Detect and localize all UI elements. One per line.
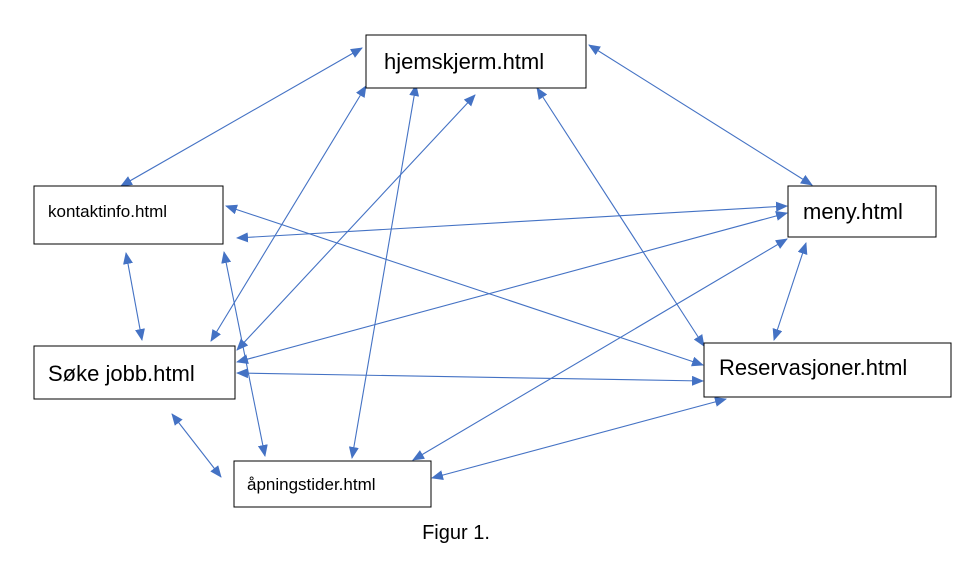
node-meny-box bbox=[787, 185, 937, 238]
edge-kontaktinfo-meny bbox=[236, 201, 788, 243]
node-reservasjoner-label: Reservasjoner.html bbox=[719, 355, 907, 380]
node-soke-jobb: Søke jobb.html bbox=[33, 345, 236, 400]
node-apningstider-box bbox=[233, 460, 432, 508]
edge-reservasjoner-apningstider bbox=[431, 397, 727, 480]
edge-soke_jobb-reservasjoner bbox=[236, 368, 704, 386]
figure-caption: Figur 1. bbox=[422, 522, 490, 544]
node-hjemskjerm-label: hjemskjerm.html bbox=[384, 49, 544, 74]
edge-hjemskjerm-reservasjoner bbox=[536, 87, 705, 347]
node-apningstider: åpningstider.html bbox=[233, 460, 432, 508]
node-meny-label: meny.html bbox=[803, 199, 903, 224]
node-kontaktinfo-box bbox=[33, 185, 224, 245]
edge-hjemskjerm-soke_jobb bbox=[236, 94, 476, 351]
node-reservasjoner: Reservasjoner.html bbox=[703, 342, 952, 398]
edge-soke_jobb-apningstider bbox=[171, 413, 222, 478]
edge-layer bbox=[120, 44, 813, 480]
node-kontaktinfo: kontaktinfo.html bbox=[33, 185, 224, 245]
edge-kontaktinfo-soke_jobb bbox=[123, 252, 145, 341]
node-apningstider-label: åpningstider.html bbox=[247, 475, 376, 494]
edge-hjemskjerm-meny bbox=[588, 44, 813, 186]
node-hjemskjerm: hjemskjerm.html bbox=[365, 34, 587, 89]
node-hjemskjerm-box bbox=[365, 34, 587, 89]
node-kontaktinfo-label: kontaktinfo.html bbox=[48, 202, 167, 221]
edge-hjemskjerm-apningstider bbox=[348, 84, 420, 459]
node-meny: meny.html bbox=[787, 185, 937, 238]
site-map-diagram: hjemskjerm.html kontaktinfo.html meny.ht… bbox=[33, 34, 952, 508]
edge-meny-reservasjoner bbox=[772, 242, 808, 341]
edge-hjemskjerm-kontaktinfo bbox=[120, 47, 363, 187]
node-soke-jobb-label: Søke jobb.html bbox=[48, 361, 195, 386]
node-reservasjoner-box bbox=[703, 342, 952, 398]
node-layer: hjemskjerm.html kontaktinfo.html meny.ht… bbox=[33, 34, 952, 508]
node-soke-jobb-box bbox=[33, 345, 236, 400]
